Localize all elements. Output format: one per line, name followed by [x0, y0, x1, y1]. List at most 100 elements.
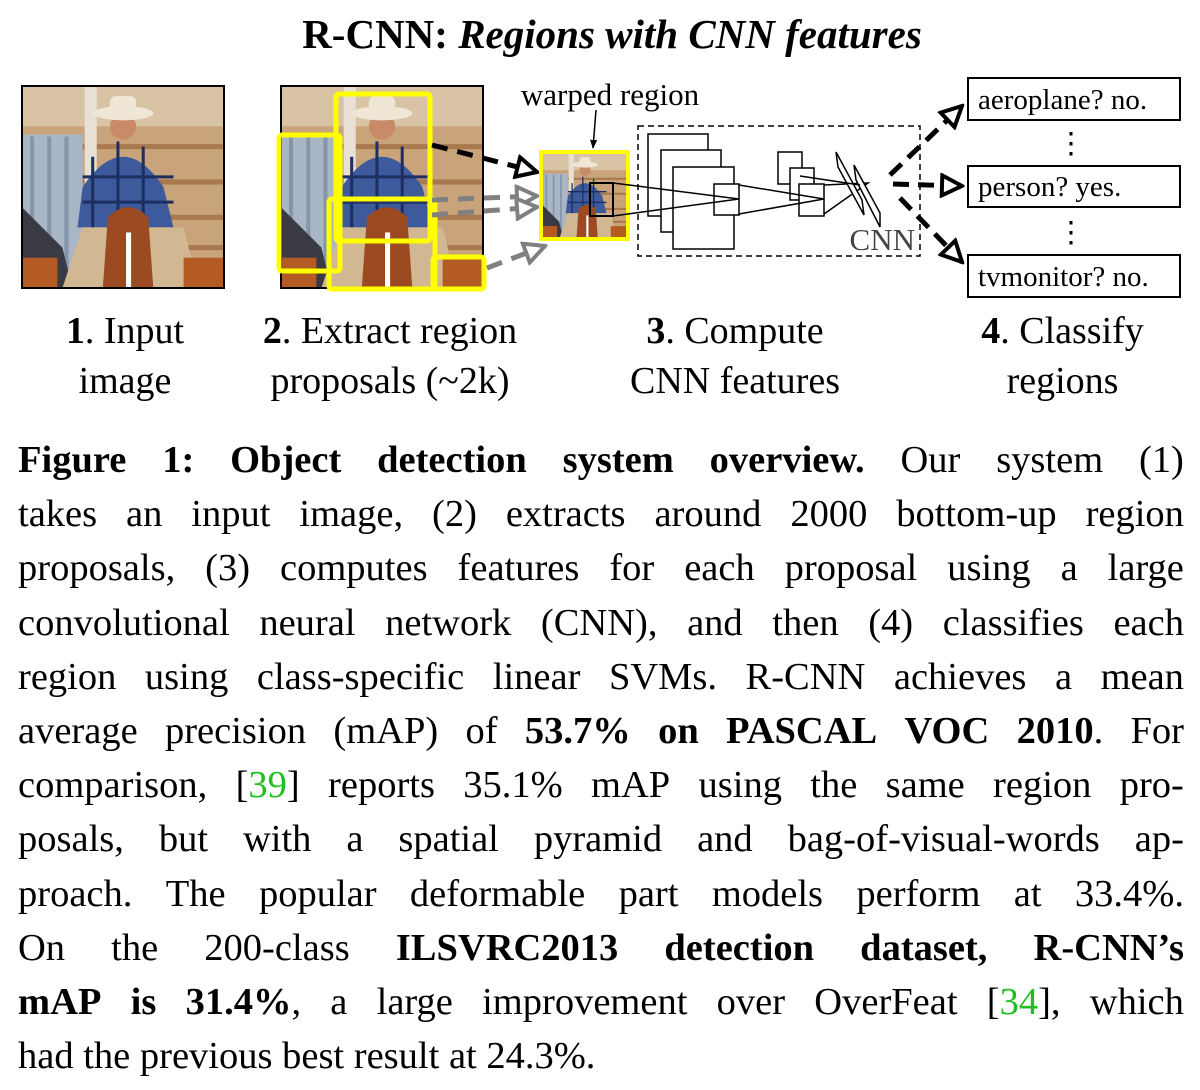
caption-word: the	[83, 1029, 140, 1083]
rcnn-diagram: warped region CNN aeroplane? no. person?…	[21, 77, 1181, 298]
caption-word: region	[1086, 487, 1184, 541]
caption-word: (3)	[205, 541, 250, 595]
caption-text: region	[1085, 493, 1184, 536]
caption-text: reports	[328, 764, 435, 807]
caption-word: popular	[259, 867, 377, 921]
caption-word: pyramid	[534, 812, 662, 866]
caption-text: at	[448, 1035, 477, 1078]
caption-word: average	[18, 704, 138, 758]
caption-text: ap-	[1134, 818, 1184, 861]
caption-word: 31.4%,	[186, 975, 302, 1029]
citation-link[interactable]: 39	[248, 764, 287, 807]
caption-text: popular	[258, 872, 377, 915]
caption-word: proposals,	[18, 541, 175, 595]
caption-text: a	[1060, 547, 1078, 590]
caption-word: a	[346, 812, 363, 866]
caption-text: class-specific	[256, 655, 465, 698]
caption-text: overview.	[709, 439, 865, 481]
caption-word: region	[18, 650, 116, 704]
caption-word: a	[1055, 650, 1072, 704]
caption-text: system	[996, 439, 1104, 481]
caption-word: (2)	[432, 487, 477, 541]
caption-word: the	[111, 921, 158, 975]
caption-word: takes	[18, 487, 97, 541]
caption-word: a	[1061, 541, 1078, 595]
caption-word: the	[810, 758, 857, 812]
caption-text: the	[810, 764, 858, 807]
caption-word: convolutional	[18, 596, 230, 650]
caption-text: detection	[664, 926, 815, 969]
caption-text: image,	[299, 493, 404, 536]
caption-text: 53.7%	[524, 710, 631, 753]
caption-word: mAP	[591, 758, 670, 812]
caption-word: [34],	[987, 975, 1061, 1029]
caption-text: OverFeat	[814, 981, 958, 1024]
caption-text: mAP	[591, 764, 671, 807]
caption-text: comparison,	[18, 764, 208, 807]
caption-text: achieves	[893, 655, 1027, 698]
caption-word: with	[243, 812, 311, 866]
caption-text: mean	[1100, 655, 1184, 698]
caption-word: but	[159, 812, 208, 866]
caption-text: each	[1113, 601, 1184, 644]
caption-text: (1)	[1138, 439, 1184, 481]
caption-text: on	[658, 710, 699, 753]
caption-text: [	[986, 981, 1000, 1024]
caption-word: each	[1113, 596, 1184, 650]
caption-word: reports	[328, 758, 435, 812]
caption-word: mAP	[18, 975, 101, 1029]
caption-text: (3)	[205, 547, 251, 590]
caption-word: detection	[377, 433, 527, 487]
proposal-arrows	[431, 142, 545, 271]
caption-text: ]	[286, 764, 300, 807]
caption-word: an	[126, 487, 162, 541]
proposal-box	[326, 196, 438, 292]
caption-word: using	[699, 758, 782, 812]
caption-text: proposals,	[18, 547, 176, 590]
caption-word: proach.	[18, 867, 132, 921]
caption-text: 35.1%	[463, 764, 563, 807]
caption-text: detection	[377, 439, 527, 481]
caption-word: mean	[1101, 650, 1184, 704]
caption-word: OverFeat	[814, 975, 957, 1029]
caption-text: average	[18, 710, 138, 753]
caption-text: spatial	[398, 818, 499, 861]
caption-word: 1:	[162, 433, 194, 487]
proposal-box	[276, 132, 343, 274]
caption-text: neural	[259, 601, 356, 644]
caption-text: input	[191, 493, 271, 536]
caption-text: 24.3%.	[486, 1035, 596, 1078]
ellipsis: ⋮	[1057, 217, 1086, 249]
caption-text: ILSVRC2013	[395, 926, 619, 969]
caption-text: with	[242, 818, 312, 861]
caption-text: bag-of-visual-words	[787, 818, 1100, 861]
caption-text: On	[18, 926, 66, 969]
caption-text: 200-class	[204, 926, 350, 969]
caption-text: computes	[280, 547, 428, 590]
warped-region	[539, 150, 630, 241]
warped-region-label: warped region	[521, 77, 700, 112]
caption-word: The	[166, 867, 226, 921]
caption-text: 1:	[162, 439, 195, 481]
caption-text: Our	[900, 439, 961, 481]
caption-word: models	[712, 867, 823, 921]
caption-word: (CNN),	[541, 596, 658, 650]
caption-word: around	[654, 487, 761, 541]
proposal-boxes	[276, 91, 487, 292]
caption-word: bottom-up	[896, 487, 1056, 541]
caption-text: convolutional	[18, 601, 230, 644]
caption-text: a	[1054, 655, 1073, 698]
caption-text: which	[1089, 981, 1184, 1024]
caption-text: features	[457, 547, 580, 590]
citation-link[interactable]: 34	[999, 981, 1039, 1024]
caption-word: system	[996, 433, 1103, 487]
caption-word: extracts	[506, 487, 626, 541]
caption-text: of	[465, 710, 498, 753]
proposal-box	[333, 91, 433, 244]
caption-text: mAP	[18, 981, 102, 1024]
caption-text: proach.	[18, 872, 133, 915]
